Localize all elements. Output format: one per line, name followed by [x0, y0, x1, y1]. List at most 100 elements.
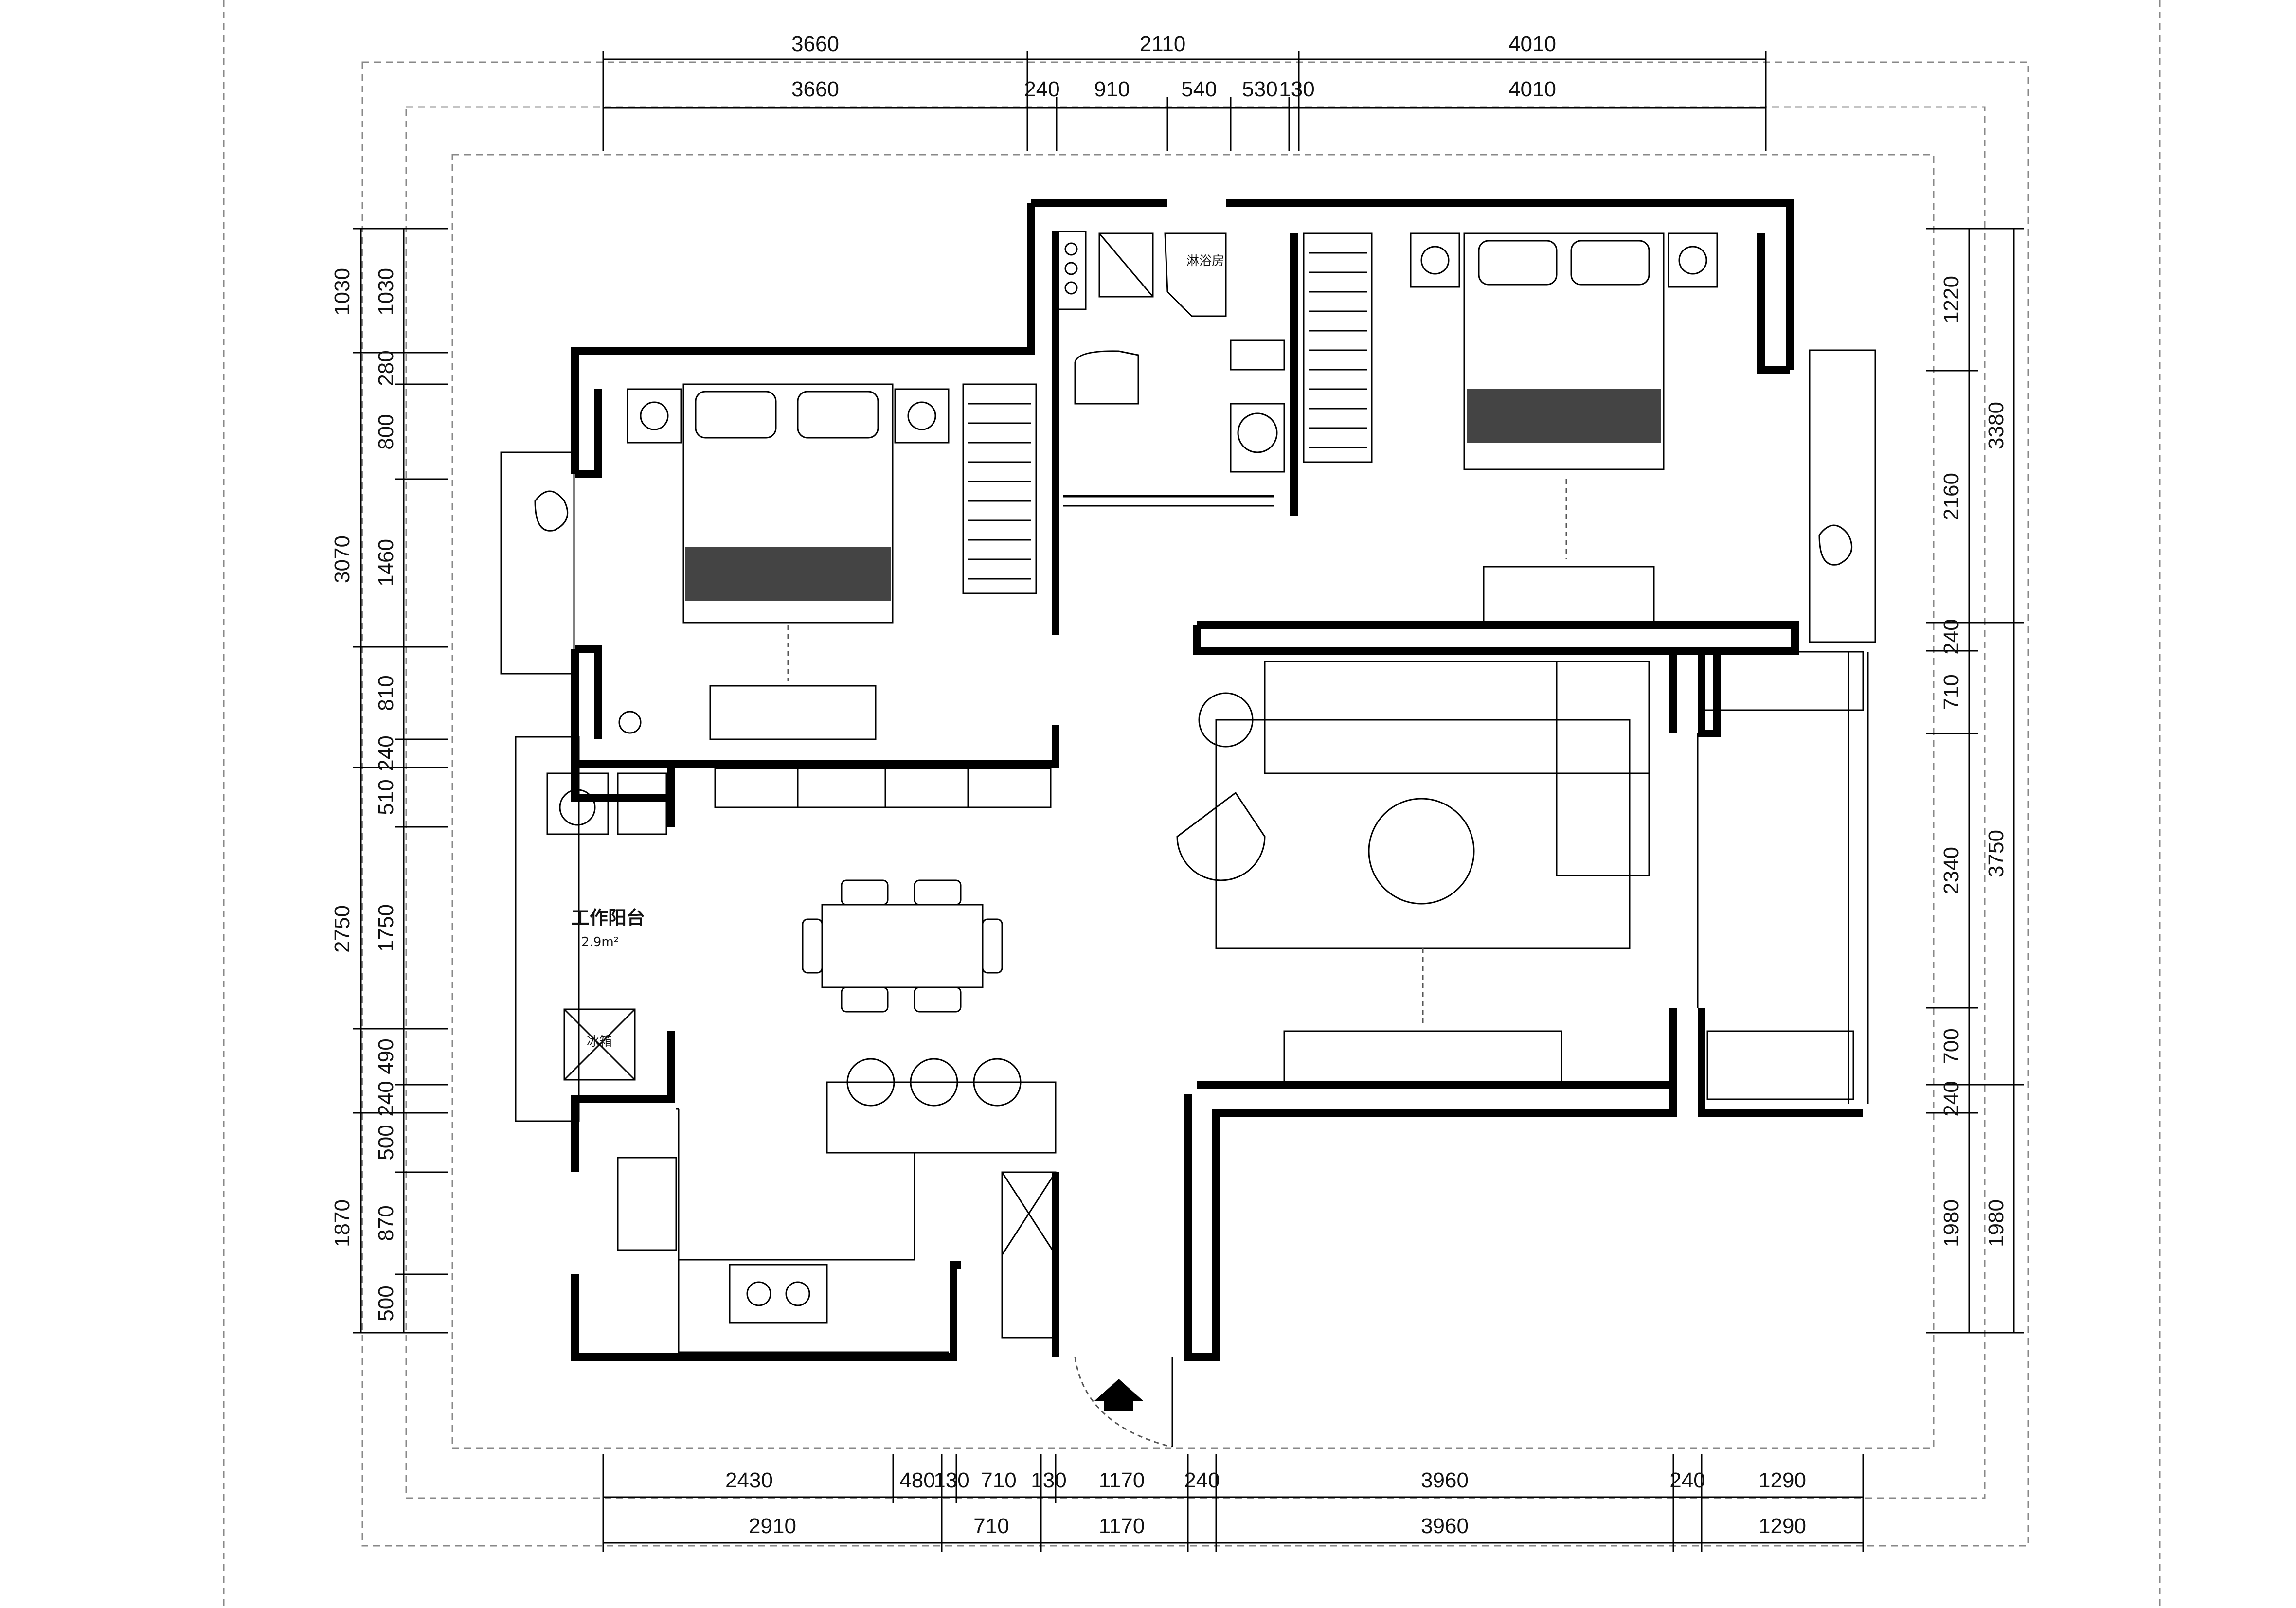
dim-bottom-6: 1170 — [1099, 1468, 1145, 1492]
dim-left-2: 3070 — [330, 536, 354, 583]
dining-area — [802, 879, 1003, 1013]
second-bedroom — [500, 383, 1037, 740]
dim-bottom-4: 710 — [981, 1468, 1016, 1492]
wardrobe — [1303, 232, 1373, 463]
lamp-icon — [618, 711, 642, 734]
tv-cabinet — [1283, 1030, 1562, 1086]
kitchen-sink-icon — [617, 1157, 677, 1251]
dim-left-1: 1030 — [330, 268, 354, 316]
work-balcony: 工作阳台 2.9m² 冰箱 — [515, 736, 667, 1122]
dim-left-3: 2750 — [330, 905, 354, 953]
balcony-area-label: 2.9m² — [581, 935, 619, 949]
balcony-left — [500, 451, 575, 675]
pillow-icon — [797, 391, 879, 439]
dim-left2-12: 870 — [374, 1205, 398, 1241]
kitchen — [617, 1058, 1057, 1353]
dim-left2-4: 1460 — [374, 539, 398, 587]
entrance-arrow-icon — [1094, 1379, 1143, 1411]
chair-icon — [982, 918, 1003, 974]
washing-machine-icon — [546, 772, 609, 835]
dim-bottom-1: 2430 — [725, 1468, 773, 1492]
nightstand-right — [1668, 232, 1718, 288]
dim-right2-6: 700 — [1939, 1028, 1963, 1064]
chair-icon — [841, 986, 889, 1013]
dim-top-1: 3660 — [791, 32, 839, 56]
dim-top2-7: 4010 — [1508, 77, 1556, 101]
balcony-label: 工作阳台 — [571, 907, 645, 929]
chair-icon — [914, 986, 962, 1013]
sofa — [1264, 661, 1650, 774]
dim-bottom2-4: 3960 — [1421, 1514, 1469, 1538]
nightstand-right — [894, 388, 950, 444]
dim-top2-4: 540 — [1181, 77, 1217, 101]
dim-top2-1: 3660 — [791, 77, 839, 101]
chair-icon — [914, 879, 962, 906]
lamp-icon — [1678, 246, 1707, 275]
pillow-icon — [1478, 240, 1558, 286]
walls — [571, 199, 1863, 1361]
bottom-dimensions: 2430 480 130 710 130 1170 240 3960 240 1… — [602, 1454, 1864, 1552]
outer-frame-1 — [361, 61, 2029, 1547]
fridge-label: 冰箱 — [587, 1035, 612, 1049]
top-dimensions: 3660 2110 4010 3660 240 910 540 530 130 … — [602, 32, 1767, 151]
plant-icon — [1818, 524, 1853, 566]
dim-left-4: 1870 — [330, 1199, 354, 1247]
nightstand-left — [627, 388, 682, 444]
dim-bottom-9: 240 — [1669, 1468, 1705, 1492]
dim-bottom-8: 3960 — [1421, 1468, 1469, 1492]
washbasin-icon — [1237, 412, 1278, 453]
shower-room-label: 淋浴房 — [1186, 254, 1224, 268]
pillow-icon — [695, 391, 777, 439]
left-dimensions: 1030 3070 2750 1870 1030 280 800 1460 81… — [330, 228, 448, 1334]
lamp-icon — [1420, 246, 1450, 275]
dim-bottom2-3: 1170 — [1099, 1514, 1145, 1538]
stool-icon — [910, 1058, 958, 1107]
tall-cabinet — [1001, 1171, 1057, 1339]
dim-right-3: 1980 — [1984, 1199, 2008, 1247]
dim-top2-3: 910 — [1094, 77, 1130, 101]
dim-bottom-10: 1290 — [1758, 1468, 1806, 1492]
tv-cabinet — [1483, 566, 1655, 626]
fridge-icon — [563, 1008, 636, 1081]
double-bed — [682, 383, 894, 624]
armchair-icon — [1176, 791, 1266, 881]
dim-left2-11: 500 — [374, 1125, 398, 1160]
chair-icon — [841, 879, 889, 906]
stove-icon — [729, 1264, 828, 1324]
toilet-icon — [1074, 350, 1139, 405]
double-bed — [1463, 232, 1665, 470]
chair-icon — [802, 918, 823, 974]
dim-left2-13: 500 — [374, 1286, 398, 1321]
dim-bottom2-5: 1290 — [1758, 1514, 1806, 1538]
dim-top2-2: 240 — [1024, 77, 1059, 101]
dining-table — [821, 904, 984, 988]
sink-icon — [617, 772, 667, 835]
stool-icon — [846, 1058, 895, 1107]
outer-frame-2 — [405, 106, 1986, 1499]
dim-right2-1: 1220 — [1939, 276, 1963, 323]
dim-top2-5: 530 — [1242, 77, 1277, 101]
dim-left2-2: 280 — [374, 350, 398, 386]
dim-bottom2-2: 710 — [973, 1514, 1009, 1538]
dim-right-2: 3750 — [1984, 830, 2008, 877]
dim-left2-7: 510 — [374, 779, 398, 815]
dim-bottom-3: 130 — [933, 1468, 969, 1492]
coffee-table — [1368, 798, 1475, 905]
dim-left2-5: 810 — [374, 675, 398, 711]
entry-door-swing — [1074, 1357, 1173, 1448]
living-room — [1176, 651, 1869, 1104]
dim-top-2: 2110 — [1140, 32, 1186, 56]
nightstand-left — [1410, 232, 1460, 288]
dim-top2-6: 130 — [1279, 77, 1314, 101]
dim-top-3: 4010 — [1508, 32, 1556, 56]
bathroom: 淋浴房 — [1056, 231, 1285, 507]
storage-cabinet — [1706, 1030, 1854, 1100]
tv-cabinet — [709, 685, 877, 740]
stool-icon — [973, 1058, 1022, 1107]
wardrobe — [962, 383, 1037, 594]
dim-right-1: 3380 — [1984, 402, 2008, 449]
dim-right2-4: 710 — [1939, 674, 1963, 710]
dim-right2-2: 2160 — [1939, 473, 1963, 520]
dim-left2-1: 1030 — [374, 268, 398, 316]
